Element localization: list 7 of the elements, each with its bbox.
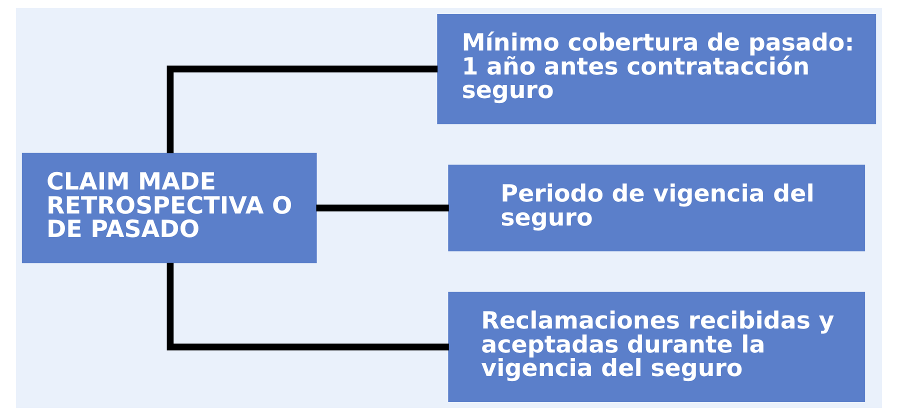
node-box: Mínimo cobertura de pasado: 1 año antes contratacción seguro <box>437 14 876 124</box>
node-box: Reclamaciones recibidas y aceptadas durante la vigencia del seguro <box>448 292 866 402</box>
connector <box>166 262 449 350</box>
node-box: Periodo de vigencia del seguro <box>448 164 866 252</box>
connector <box>316 204 449 212</box>
connector <box>166 66 438 154</box>
node-box: CLAIM MADE RETROSPECTIVA O DE PASADO <box>22 152 317 264</box>
